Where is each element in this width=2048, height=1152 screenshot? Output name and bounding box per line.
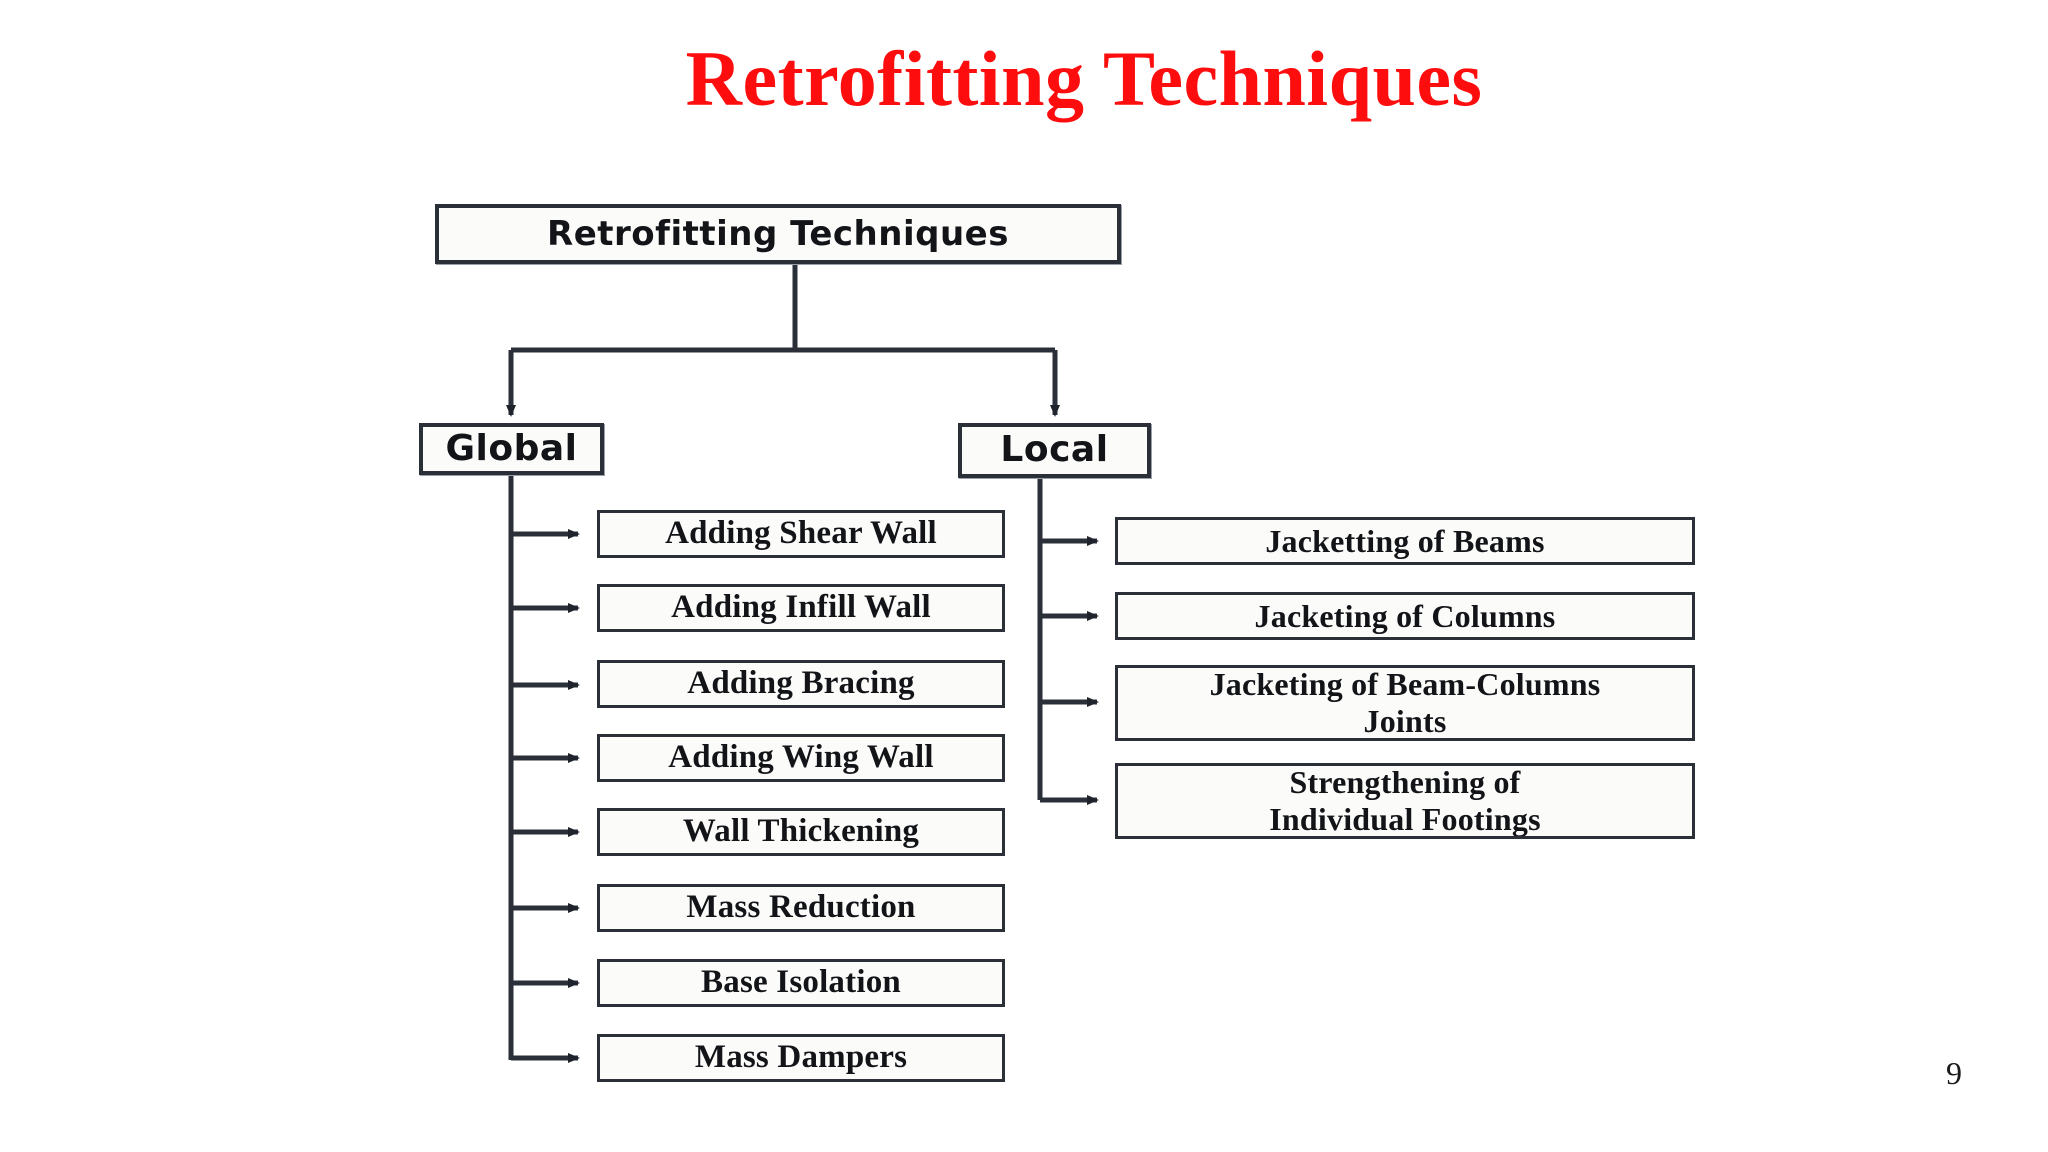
node-mass-dampers[interactable]: Mass Dampers	[597, 1034, 1005, 1082]
page-number: 9	[1946, 1055, 1962, 1091]
node-jacketing-of-columns[interactable]: Jacketing of Columns	[1115, 592, 1695, 640]
node-label: Jacketting of Beams	[1265, 522, 1545, 559]
node-label: Adding Shear Wall	[665, 515, 937, 552]
node-label: Adding Infill Wall	[671, 589, 931, 626]
node-label: Mass Reduction	[686, 889, 916, 926]
node-label: Base Isolation	[701, 964, 901, 1001]
node-label: Mass Dampers	[694, 1039, 908, 1076]
node-label: Adding Bracing	[687, 665, 915, 702]
node-adding-wing-wall[interactable]: Adding Wing Wall	[597, 734, 1005, 782]
node-label: Strengthening of Individual Footings	[1269, 763, 1541, 837]
node-mass-reduction[interactable]: Mass Reduction	[597, 884, 1005, 932]
node-label: Jacketing of Beam-Columns Joints	[1209, 665, 1601, 739]
node-global[interactable]: Global	[419, 423, 604, 475]
node-adding-infill-wall[interactable]: Adding Infill Wall	[597, 584, 1005, 632]
node-adding-bracing[interactable]: Adding Bracing	[597, 660, 1005, 708]
node-label: Jacketing of Columns	[1254, 597, 1556, 634]
node-wall-thickening[interactable]: Wall Thickening	[597, 808, 1005, 856]
node-local-label: Local	[1000, 429, 1109, 471]
page-title: Retrofitting Techniques	[685, 35, 1483, 122]
node-global-label: Global	[445, 427, 578, 469]
node-root[interactable]: Retrofitting Techniques	[435, 204, 1121, 264]
node-jacketting-of-beams[interactable]: Jacketting of Beams	[1115, 517, 1695, 565]
node-base-isolation[interactable]: Base Isolation	[597, 959, 1005, 1007]
node-local[interactable]: Local	[958, 423, 1151, 478]
node-label: Wall Thickening	[682, 813, 920, 850]
node-strengthening-of-individual-footings[interactable]: Strengthening of Individual Footings	[1115, 763, 1695, 839]
node-label: Adding Wing Wall	[668, 739, 934, 776]
node-jacketing-of-beam-columns-joints[interactable]: Jacketing of Beam-Columns Joints	[1115, 665, 1695, 741]
node-root-label: Retrofitting Techniques	[547, 213, 1009, 254]
node-adding-shear-wall[interactable]: Adding Shear Wall	[597, 510, 1005, 558]
